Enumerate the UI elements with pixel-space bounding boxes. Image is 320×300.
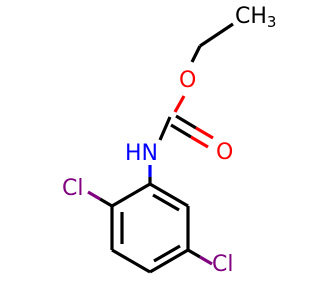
- carbonyl-oxygen-label: O: [216, 140, 233, 165]
- bond-carbonyl-double-b: [170, 123, 192, 139]
- ester-oxygen-label: O: [179, 68, 196, 93]
- chlorine-ortho-label: Cl: [62, 176, 83, 201]
- bond-carbonyl-double-a-red: [195, 126, 214, 140]
- chlorine-meta-label: Cl: [212, 252, 233, 277]
- bond-ring-chlorine-ortho-purple: [87, 190, 101, 201]
- ring-inner-bond-2: [153, 244, 181, 263]
- bond-ring-chlorine-ortho: [99, 197, 113, 208]
- bond-ring-chlorine-meta-purple: [199, 255, 213, 266]
- bond-carbonyl-nitrogen: [158, 116, 172, 141]
- ring-bond-3: [111, 248, 151, 274]
- bond-carbonyl-double-a: [175, 114, 197, 130]
- bond-carbonyl-double-b-red: [190, 135, 209, 149]
- bond-ester-oxygen-carbonyl: [173, 95, 186, 113]
- bond-ring-chlorine-meta: [187, 248, 201, 259]
- ring-bond-1: [111, 182, 151, 208]
- methyl-label: CH3: [235, 4, 276, 31]
- bond-methylene-ester-oxygen: [190, 45, 202, 63]
- ring-bond-4: [149, 248, 189, 274]
- structural-formula: CH3 O O HN Cl Cl: [62, 4, 276, 277]
- ring-inner-bond-3: [152, 193, 180, 212]
- nitrogen-label: HN: [125, 141, 158, 166]
- ring-bond-6: [149, 182, 189, 208]
- bond-methyl-methylene: [199, 22, 234, 48]
